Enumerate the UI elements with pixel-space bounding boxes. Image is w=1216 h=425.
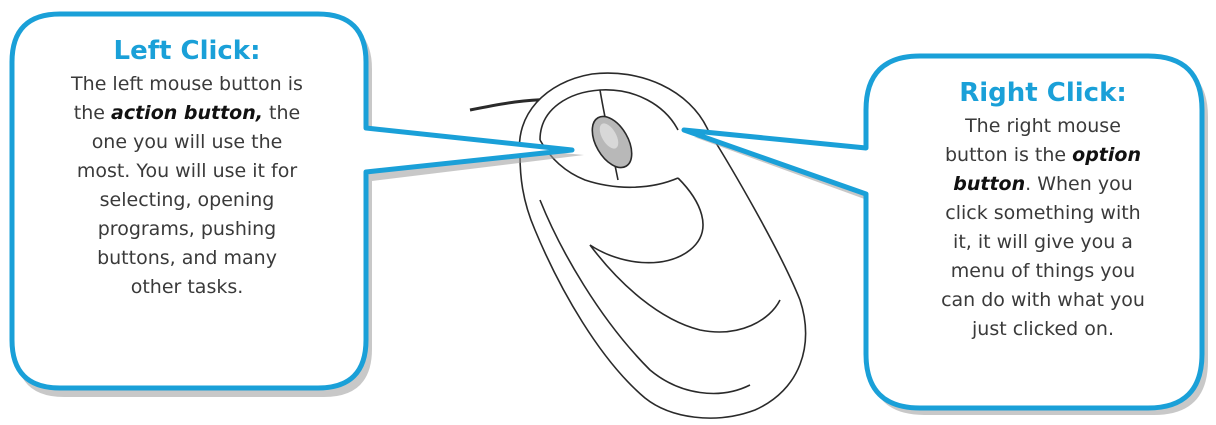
button-term: button (953, 173, 1026, 195)
mouse-side-contour (589, 177, 704, 264)
right-click-callout: Right Click: The right mouse button is t… (888, 76, 1198, 344)
right-click-line-2-pre: button is the (945, 144, 1073, 166)
scroll-wheel-highlight (599, 123, 619, 149)
left-click-line-4: most. You will use it for (76, 160, 298, 182)
right-callout-bubble (681, 53, 1205, 411)
right-click-title: Right Click: (959, 78, 1127, 108)
left-click-line-2: the action button, the (22, 99, 352, 128)
left-click-line-6: programs, pushing (97, 218, 277, 240)
action-button-term: action button, (111, 102, 263, 124)
left-callout-bubble (9, 11, 575, 391)
mouse-body-outline (518, 72, 807, 419)
right-click-line-2: button is the option (888, 141, 1198, 170)
mouse-palm-detail (589, 244, 781, 333)
mouse-icon (518, 72, 807, 419)
left-click-line-8: other tasks. (130, 276, 244, 298)
mouse-lower-contour (539, 199, 751, 395)
option-term: option (1072, 144, 1141, 166)
right-click-line-4: click something with (945, 202, 1141, 224)
right-click-line-5: it, it will give you a (953, 231, 1133, 253)
right-click-line-7: can do with what you (941, 289, 1145, 311)
left-click-line-2-post: the (262, 102, 301, 124)
left-click-callout: Left Click: The left mouse button is the… (22, 34, 352, 302)
right-click-line-3-post: . When you (1025, 173, 1133, 195)
left-click-line-5: selecting, opening (99, 189, 275, 211)
right-click-line-8: just clicked on. (972, 318, 1114, 340)
left-click-line-1: The left mouse button is (71, 73, 303, 95)
right-click-line-1: The right mouse (965, 115, 1121, 137)
left-click-line-7: buttons, and many (97, 247, 277, 269)
right-click-line-6: menu of things you (950, 260, 1136, 282)
right-click-line-3: button. When you (888, 170, 1198, 199)
left-click-title: Left Click: (113, 36, 261, 66)
left-click-line-3: one you will use the (91, 131, 283, 153)
left-click-line-2-pre: the (73, 102, 112, 124)
